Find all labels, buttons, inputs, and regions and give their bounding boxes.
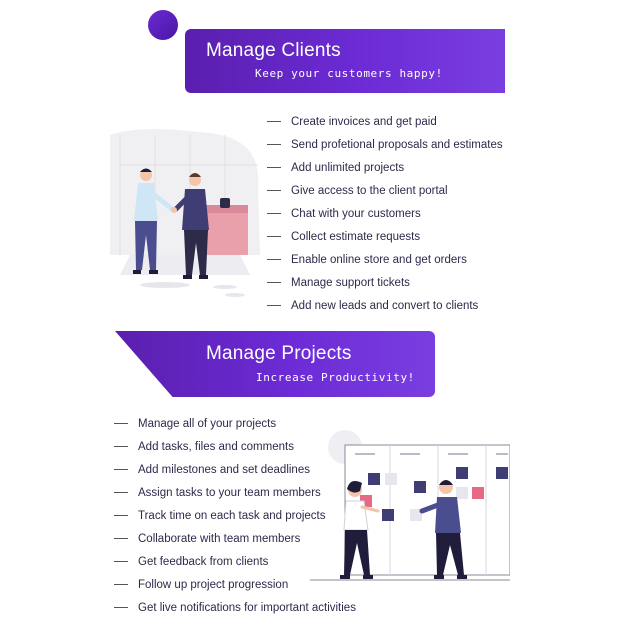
- list-item: Manage all of your projects: [114, 412, 356, 435]
- list-item: Get live notifications for important act…: [114, 596, 356, 619]
- dash-bullet-icon: [267, 213, 281, 214]
- handshake-illustration-icon: [110, 129, 260, 297]
- manage-clients-title: Manage Clients: [206, 40, 341, 61]
- dash-bullet-icon: [114, 538, 128, 539]
- list-item-label: Get live notifications for important act…: [138, 601, 356, 614]
- dash-bullet-icon: [114, 607, 128, 608]
- list-item-label: Follow up project progression: [138, 578, 289, 591]
- list-item: Add milestones and set deadlines: [114, 458, 356, 481]
- list-item: Send profetional proposals and estimates: [267, 133, 503, 156]
- dash-bullet-icon: [114, 423, 128, 424]
- list-item-label: Collaborate with team members: [138, 532, 301, 545]
- manage-projects-subtitle: Increase Productivity!: [256, 371, 415, 384]
- list-item-label: Add milestones and set deadlines: [138, 463, 310, 476]
- list-item: Chat with your customers: [267, 202, 503, 225]
- dash-bullet-icon: [267, 167, 281, 168]
- list-item-label: Send profetional proposals and estimates: [291, 138, 503, 151]
- dash-bullet-icon: [114, 561, 128, 562]
- list-item: Add unlimited projects: [267, 156, 503, 179]
- list-item: Get feedback from clients: [114, 550, 356, 573]
- list-item-label: Add unlimited projects: [291, 161, 405, 174]
- dash-bullet-icon: [267, 144, 281, 145]
- dash-bullet-icon: [267, 259, 281, 260]
- dash-bullet-icon: [114, 492, 128, 493]
- list-item: Assign tasks to your team members: [114, 481, 356, 504]
- list-item-label: Collect estimate requests: [291, 230, 421, 243]
- list-item: Add tasks, files and comments: [114, 435, 356, 458]
- list-item: Collect estimate requests: [267, 225, 503, 248]
- list-item: Manage support tickets: [267, 271, 503, 294]
- dash-bullet-icon: [267, 121, 281, 122]
- dash-bullet-icon: [114, 469, 128, 470]
- dash-bullet-icon: [267, 282, 281, 283]
- list-item: Give access to the client portal: [267, 179, 503, 202]
- list-item-label: Manage support tickets: [291, 276, 410, 289]
- dash-bullet-icon: [114, 515, 128, 516]
- list-item-label: Manage all of your projects: [138, 417, 277, 430]
- list-item-label: Add new leads and convert to clients: [291, 299, 479, 312]
- dash-bullet-icon: [267, 190, 281, 191]
- dash-bullet-icon: [114, 584, 128, 585]
- list-item-label: Assign tasks to your team members: [138, 486, 321, 499]
- dash-bullet-icon: [267, 305, 281, 306]
- list-item-label: Give access to the client portal: [291, 184, 448, 197]
- list-item: Collaborate with team members: [114, 527, 356, 550]
- manage-projects-banner: Manage Projects Increase Productivity!: [115, 331, 435, 397]
- list-item-label: Add tasks, files and comments: [138, 440, 294, 453]
- list-item: Track time on each task and projects: [114, 504, 356, 527]
- list-item: Enable online store and get orders: [267, 248, 503, 271]
- list-item: Create invoices and get paid: [267, 110, 503, 133]
- list-item: Add new leads and convert to clients: [267, 294, 503, 317]
- manage-projects-title: Manage Projects: [206, 343, 352, 364]
- decorative-purple-dot: [148, 10, 178, 40]
- kanban-board-illustration-icon: [310, 430, 510, 581]
- list-item-label: Chat with your customers: [291, 207, 421, 220]
- project-features-list: Manage all of your projects Add tasks, f…: [114, 412, 356, 619]
- list-item-label: Get feedback from clients: [138, 555, 269, 568]
- client-features-list: Create invoices and get paid Send profet…: [267, 110, 503, 317]
- dash-bullet-icon: [114, 446, 128, 447]
- manage-clients-subtitle: Keep your customers happy!: [255, 67, 443, 80]
- list-item-label: Enable online store and get orders: [291, 253, 467, 266]
- list-item-label: Create invoices and get paid: [291, 115, 437, 128]
- manage-clients-banner: Manage Clients Keep your customers happy…: [185, 29, 505, 93]
- dash-bullet-icon: [267, 236, 281, 237]
- list-item: Follow up project progression: [114, 573, 356, 596]
- list-item-label: Track time on each task and projects: [138, 509, 326, 522]
